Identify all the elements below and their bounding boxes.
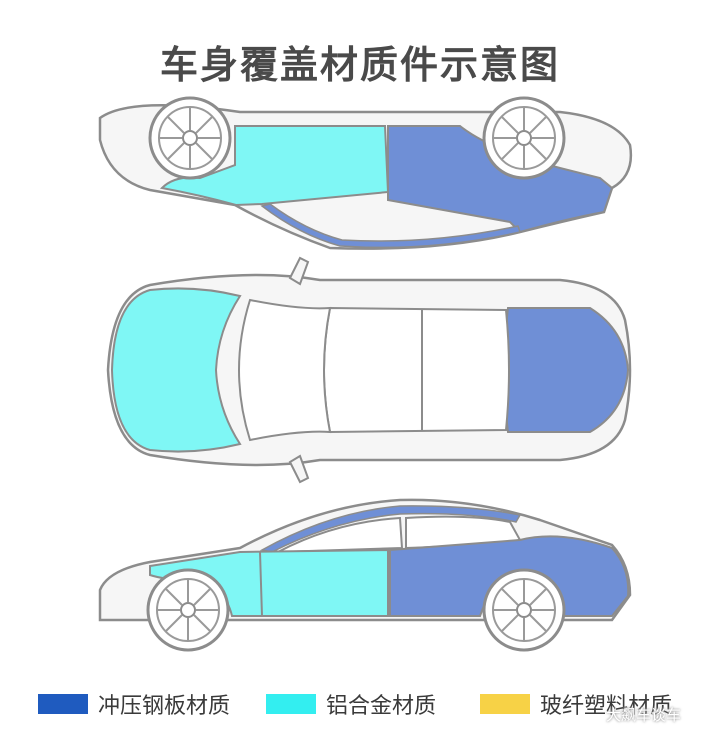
steel-trunk <box>503 307 630 433</box>
steel-roof-rail <box>259 505 522 553</box>
mirror-icon <box>288 256 310 286</box>
legend-item-aluminum: 铝合金材质 <box>266 688 436 720</box>
car-view-side <box>98 498 632 652</box>
roof-glass <box>323 306 510 434</box>
legend-swatch <box>480 694 530 714</box>
legend: 冲压钢板材质 铝合金材质 玻纤塑料材质 <box>0 688 720 720</box>
aluminum-hood <box>110 287 242 453</box>
legend-swatch <box>266 694 316 714</box>
car-view-bottom <box>98 96 633 250</box>
wheel-icon <box>146 568 230 652</box>
legend-label: 冲压钢板材质 <box>98 694 231 719</box>
wheel-icon <box>148 96 232 180</box>
legend-label: 玻纤塑料材质 <box>540 694 673 719</box>
steel-rocker-strip <box>260 203 521 249</box>
legend-label: 铝合金材质 <box>326 694 437 719</box>
watermark: 大飙车谈车 <box>606 706 682 724</box>
wheel-icon <box>482 568 566 652</box>
steel-rear-panel <box>387 125 614 234</box>
car-view-top <box>106 256 632 484</box>
window-glass <box>277 516 404 553</box>
wheel-icon <box>482 96 566 180</box>
legend-swatch <box>38 694 88 714</box>
legend-item-steel: 冲压钢板材质 <box>38 688 230 720</box>
mirror-icon <box>288 454 310 484</box>
legend-item-fiberglass: 玻纤塑料材质 <box>480 688 672 720</box>
page-title: 车身覆盖材质件示意图 <box>159 43 560 87</box>
